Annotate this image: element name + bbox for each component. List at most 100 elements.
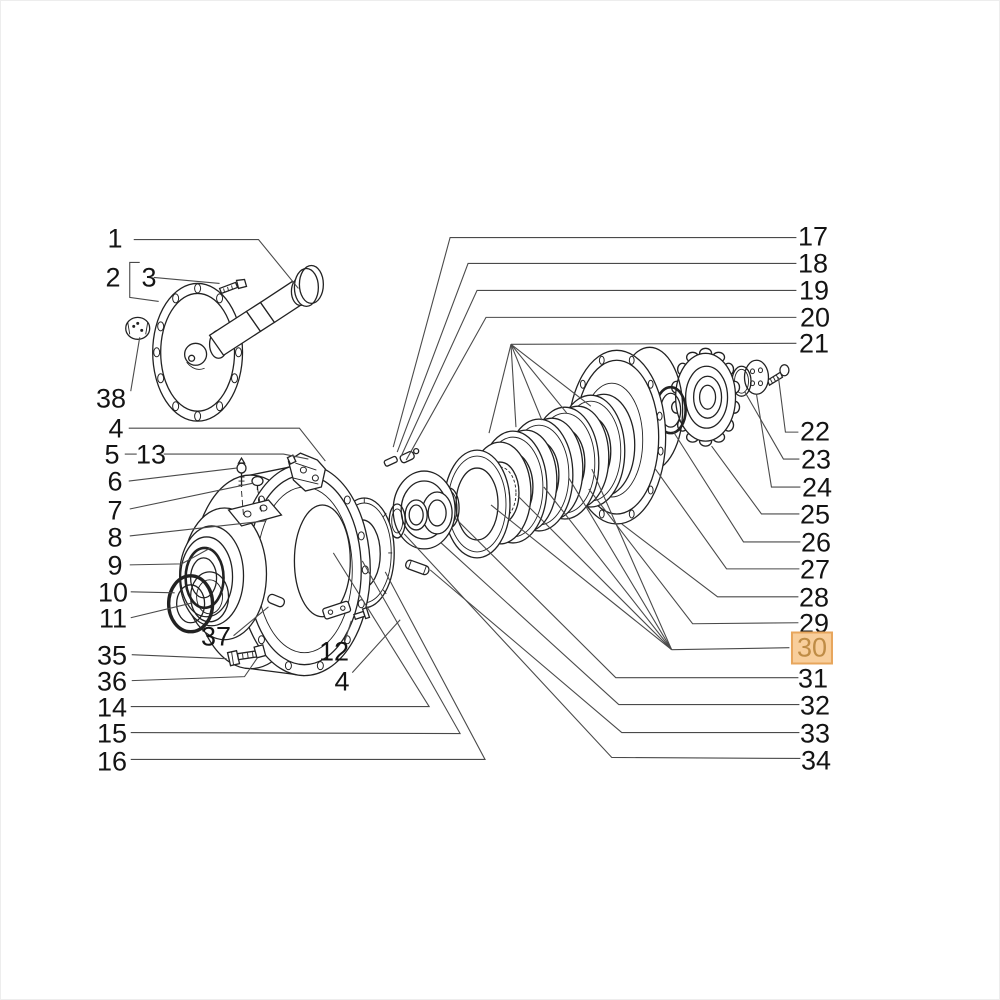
leader-2-bracket <box>129 261 159 302</box>
callout-30[interactable]: 30 <box>790 631 834 665</box>
leader-8 <box>129 520 266 537</box>
strip-bolt <box>353 607 371 621</box>
leader-30-fan-4 <box>568 477 673 650</box>
callout-7[interactable]: 7 <box>107 495 123 526</box>
callout-11[interactable]: 11 <box>98 603 128 634</box>
callout-15[interactable]: 15 <box>96 718 128 749</box>
leader-7 <box>129 482 254 510</box>
leader-21-fan-4 <box>510 343 568 414</box>
callout-38[interactable]: 38 <box>95 383 127 414</box>
leader-23 <box>744 390 800 460</box>
hex-bolt <box>226 649 260 667</box>
flange-bolt <box>218 278 248 295</box>
callout-33[interactable]: 33 <box>799 718 831 749</box>
callout-14[interactable]: 14 <box>96 692 128 723</box>
callout-6[interactable]: 6 <box>107 466 123 497</box>
callout-19[interactable]: 19 <box>798 275 830 306</box>
leader-29 <box>588 488 799 625</box>
callout-18[interactable]: 18 <box>797 248 829 279</box>
leader-30 <box>671 647 790 651</box>
callout-1[interactable]: 1 <box>107 223 123 254</box>
leader-30-fan-3 <box>543 486 673 651</box>
leader-5-13 <box>163 453 309 460</box>
clutch-disc-pack <box>443 393 636 559</box>
plug-37 <box>267 593 286 608</box>
leader-21-fan-1 <box>488 344 512 434</box>
callout-36[interactable]: 36 <box>96 666 128 697</box>
callout-5[interactable]: 5 <box>104 439 120 470</box>
stud-nut <box>253 644 267 659</box>
leader-28 <box>621 523 799 598</box>
housing-o-ring <box>293 504 351 618</box>
callout-25[interactable]: 25 <box>799 499 831 530</box>
axle-nut <box>125 316 151 340</box>
callout-31[interactable]: 31 <box>797 663 829 694</box>
leader-3 <box>153 276 220 284</box>
leader-15 <box>130 560 462 735</box>
leader-38 <box>130 337 141 392</box>
callout-8[interactable]: 8 <box>107 522 123 553</box>
callout-27[interactable]: 27 <box>799 554 831 585</box>
leader-21 <box>510 342 797 345</box>
callout-3[interactable]: 3 <box>141 262 157 293</box>
leader-27 <box>654 467 800 570</box>
leader-9 <box>129 547 211 566</box>
callout-4a[interactable]: 4 <box>108 413 124 444</box>
leader-14 <box>130 552 431 708</box>
breather-fitting <box>236 456 247 488</box>
leader-17 <box>392 236 797 448</box>
callout-10[interactable]: 10 <box>97 577 129 608</box>
leader-20 <box>405 316 797 461</box>
callout-16[interactable]: 16 <box>96 746 128 777</box>
leader-12 <box>343 620 352 643</box>
callout-32[interactable]: 32 <box>799 690 831 721</box>
bearing-ring-inner <box>189 571 230 623</box>
leader-lines <box>124 236 801 761</box>
callout-26[interactable]: 26 <box>800 527 832 558</box>
retainer-bolt <box>766 364 790 387</box>
leader-35 <box>131 654 227 660</box>
callout-24[interactable]: 24 <box>801 472 833 503</box>
callout-23[interactable]: 23 <box>800 444 832 475</box>
leader-30-fan-5 <box>591 468 673 650</box>
leader-19 <box>400 289 797 457</box>
leader-32 <box>440 542 800 706</box>
leader-21-fan-5 <box>510 343 592 407</box>
centerline <box>241 487 262 517</box>
leader-25 <box>711 445 800 515</box>
cover-strip <box>322 600 352 620</box>
callout-22[interactable]: 22 <box>799 416 831 447</box>
callout-37[interactable]: 37 <box>200 621 232 652</box>
callout-34[interactable]: 34 <box>800 745 832 776</box>
leader-1 <box>133 238 299 289</box>
callout-17[interactable]: 17 <box>797 221 829 252</box>
leader-36 <box>131 657 258 682</box>
leader-30-fan-2 <box>517 495 673 651</box>
leader-34 <box>403 533 801 760</box>
leader-11 <box>130 602 193 619</box>
callout-2[interactable]: 2 <box>105 262 121 293</box>
leader-31 <box>454 517 799 679</box>
leader-22 <box>777 377 799 433</box>
leader-18 <box>396 262 797 453</box>
leader-4b <box>351 619 401 674</box>
callout-4b[interactable]: 4 <box>334 666 350 697</box>
callout-28[interactable]: 28 <box>798 582 830 613</box>
leader-21-fan-2 <box>510 344 517 428</box>
leader-37 <box>233 606 269 637</box>
leader-24 <box>755 394 801 488</box>
valve-bracket <box>286 452 327 492</box>
callout-21[interactable]: 21 <box>798 328 830 359</box>
leader-16 <box>130 571 486 761</box>
callout-9[interactable]: 9 <box>107 550 123 581</box>
leader-30-fan-1 <box>490 504 672 651</box>
callout-20[interactable]: 20 <box>799 302 831 333</box>
valve-kit-parts <box>383 447 420 467</box>
leader-10 <box>130 591 175 594</box>
callout-35[interactable]: 35 <box>96 640 128 671</box>
leader-21-fan-3 <box>510 344 543 421</box>
roll-pin <box>405 559 430 576</box>
callout-13[interactable]: 13 <box>135 439 167 470</box>
callout-12[interactable]: 12 <box>318 636 350 667</box>
